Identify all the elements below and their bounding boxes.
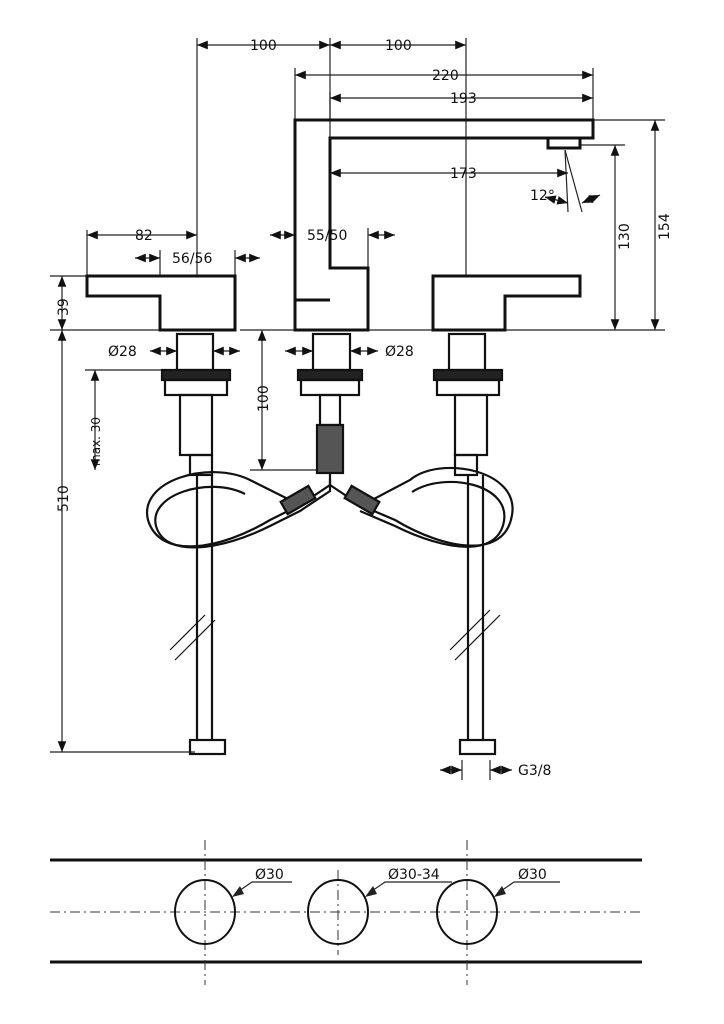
dim-82: 82 <box>135 228 153 244</box>
hole-label-right: Ø30 <box>518 867 547 883</box>
right-handle <box>431 274 582 332</box>
dimension-lines <box>57 40 660 775</box>
dim-d28-right: Ø28 <box>385 344 414 360</box>
hoses <box>146 466 514 756</box>
dim-angle: 12° <box>530 188 555 204</box>
dim-173: 173 <box>450 166 477 182</box>
dim-39: 39 <box>56 298 72 316</box>
dim-55-50: 55/50 <box>307 228 347 244</box>
dim-g38: G3/8 <box>518 763 551 779</box>
hole-label-center: Ø30-34 <box>388 867 440 883</box>
left-handle <box>85 274 237 332</box>
dim-154: 154 <box>657 213 673 240</box>
dim-220: 220 <box>432 68 459 84</box>
dim-56-56: 56/56 <box>172 251 212 267</box>
hole-label-left: Ø30 <box>255 867 284 883</box>
dim-510: 510 <box>56 485 72 512</box>
dim-max-30: max. 30 <box>89 417 103 466</box>
hole-center <box>307 879 369 945</box>
valve-assemblies <box>160 332 504 477</box>
hole-right <box>436 879 498 945</box>
dim-130: 130 <box>617 223 633 250</box>
dimension-labels: 100 100 220 193 173 12° 154 130 82 56/56… <box>56 38 673 779</box>
dim-100-left: 100 <box>250 38 277 54</box>
hole-layout: Ø30 Ø30-34 Ø30 <box>50 840 642 985</box>
aerator <box>546 136 582 150</box>
spout <box>293 118 595 332</box>
dim-100-shank: 100 <box>256 385 272 412</box>
dim-100-right: 100 <box>385 38 412 54</box>
hole-left <box>174 879 236 945</box>
dim-193: 193 <box>450 91 477 107</box>
dim-d28-left: Ø28 <box>108 344 137 360</box>
